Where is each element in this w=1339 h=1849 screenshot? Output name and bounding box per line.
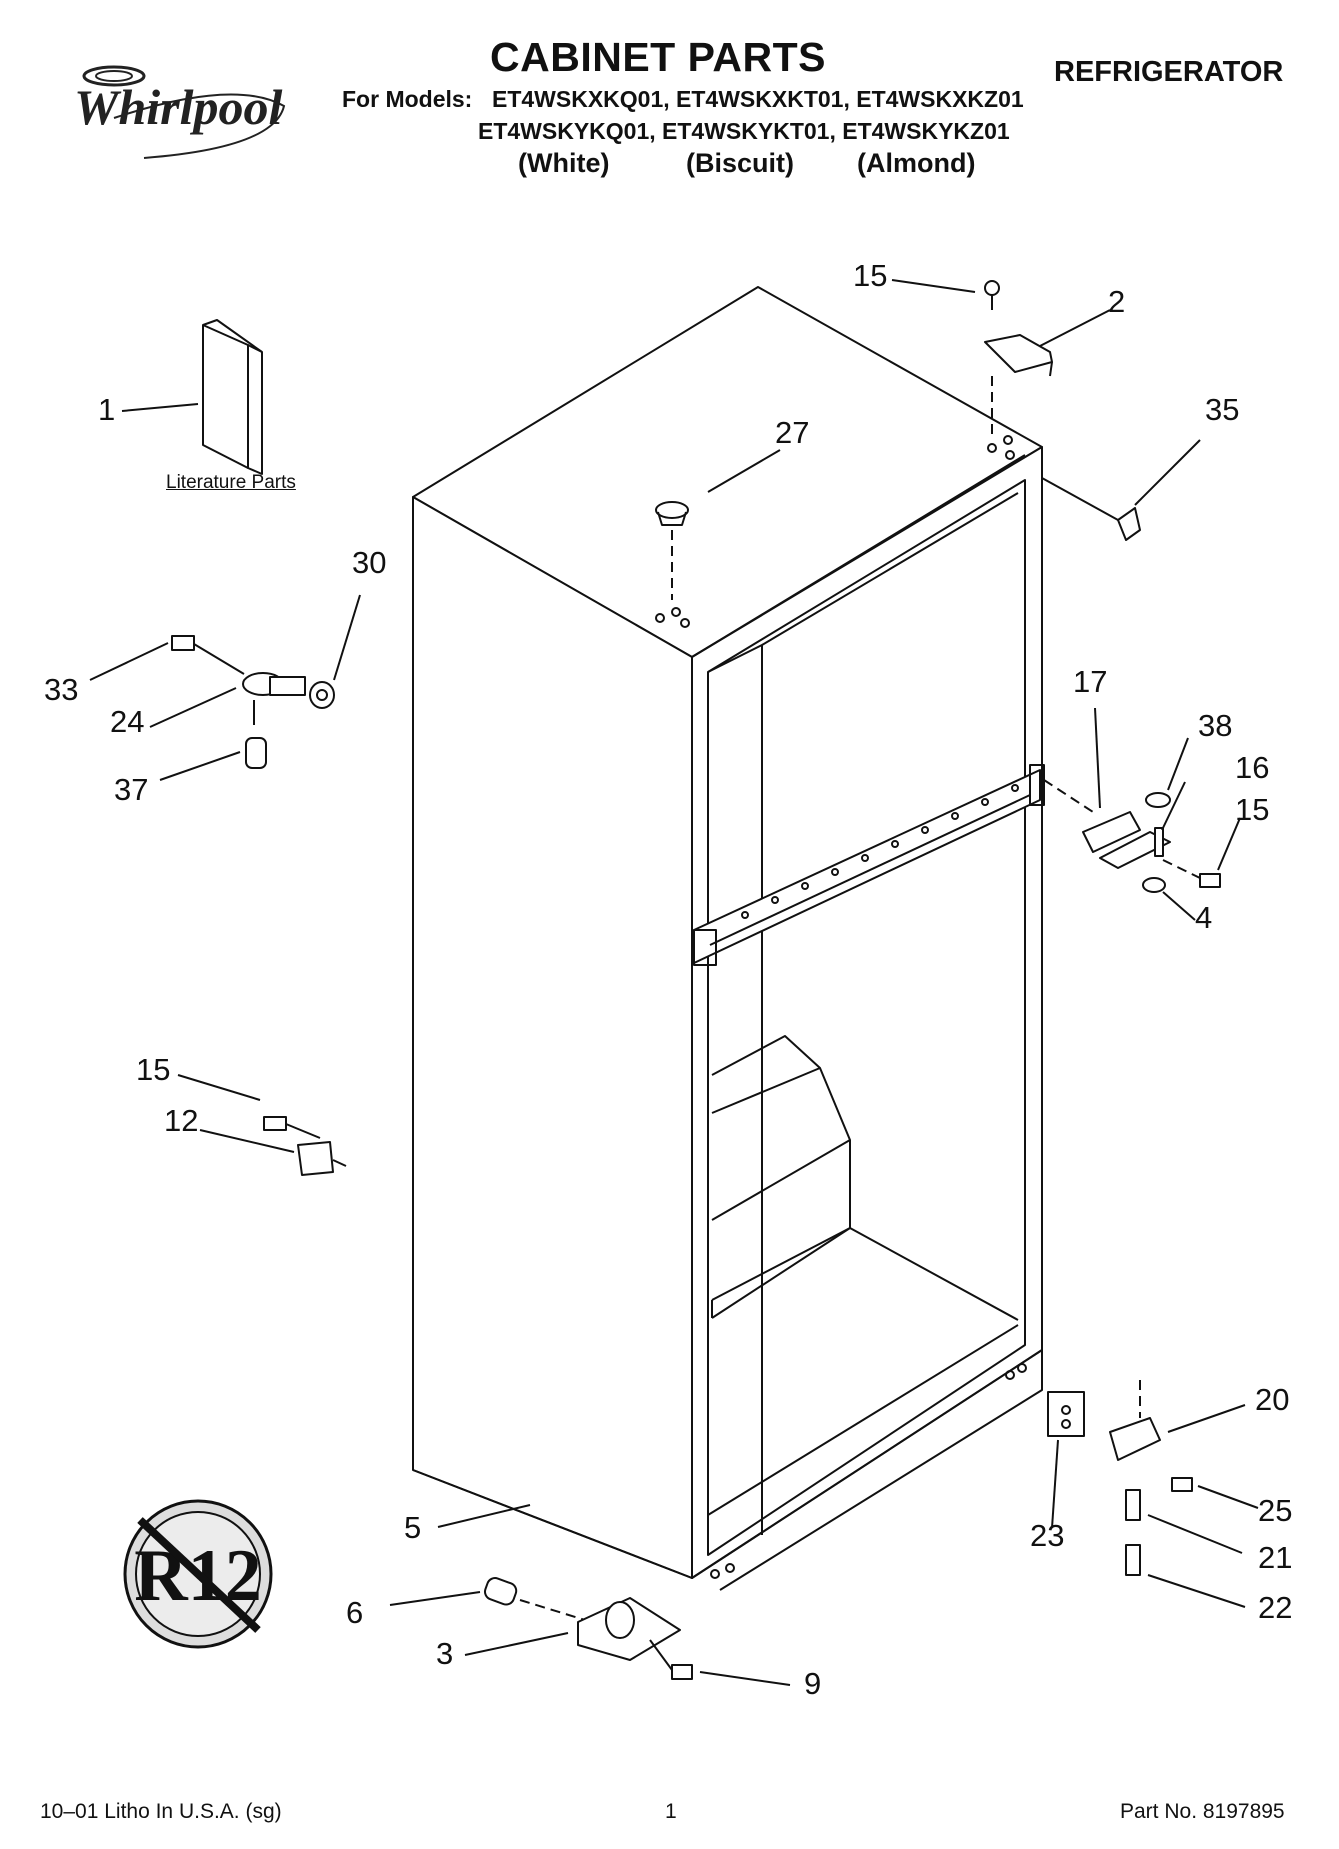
footer-page-number: 1 xyxy=(665,1800,677,1823)
whirlpool-swirl-icon xyxy=(82,65,286,159)
callout-21: 21 xyxy=(1258,1540,1293,1575)
callout-25: 25 xyxy=(1258,1493,1293,1528)
literature-parts-label: Literature Parts xyxy=(166,472,296,493)
color-almond: (Almond) xyxy=(857,148,976,178)
models-line-1: ET4WSKXKQ01, ET4WSKXKT01, ET4WSKXKZ01 xyxy=(492,86,1024,112)
callout-33: 33 xyxy=(44,672,79,707)
callout-35: 35 xyxy=(1205,392,1240,427)
center-hinge-assembly xyxy=(1043,779,1221,893)
color-biscuit: (Biscuit) xyxy=(686,148,794,178)
callout-20: 20 xyxy=(1255,1382,1290,1417)
callout-12: 12 xyxy=(164,1103,199,1138)
callout-17: 17 xyxy=(1073,664,1108,699)
whirlpool-logo: Whirlpool xyxy=(74,58,294,168)
callout-38: 38 xyxy=(1198,708,1233,743)
door-stop-assembly xyxy=(263,1116,347,1176)
product-category: REFRIGERATOR xyxy=(1054,56,1284,88)
brand-name: Whirlpool xyxy=(74,79,283,135)
callout-2: 2 xyxy=(1108,284,1126,319)
callout-9: 9 xyxy=(804,1666,822,1701)
callout-15-left: 15 xyxy=(136,1052,171,1087)
roller-assembly xyxy=(483,1577,693,1680)
cabinet-shell xyxy=(412,286,1045,1591)
callout-3: 3 xyxy=(436,1636,454,1671)
footer-part-number: Part No. 8197895 xyxy=(1120,1800,1285,1823)
callout-22: 22 xyxy=(1258,1590,1293,1625)
callout-27: 27 xyxy=(775,415,810,450)
models-line-2: ET4WSKYKQ01, ET4WSKYKT01, ET4WSKYKZ01 xyxy=(478,118,1010,144)
no-r12-badge-icon: R12 xyxy=(123,1499,273,1649)
page-title: CABINET PARTS xyxy=(490,34,827,80)
top-hinge-part-2 xyxy=(984,280,1053,440)
footer-litho: 10–01 Litho In U.S.A. (sg) xyxy=(40,1800,282,1823)
literature-booklet xyxy=(202,319,263,475)
callout-37: 37 xyxy=(114,772,149,807)
callout-16: 16 xyxy=(1235,750,1270,785)
bottom-hinge-assembly xyxy=(1047,1380,1193,1576)
callout-leaders xyxy=(89,279,1259,1686)
callout-15-middle: 15 xyxy=(1235,792,1270,827)
callout-30: 30 xyxy=(352,545,387,580)
callout-5: 5 xyxy=(404,1510,422,1545)
callout-24: 24 xyxy=(110,704,145,739)
callout-4: 4 xyxy=(1195,900,1213,935)
hinge-cover-part-35 xyxy=(1041,477,1141,541)
callout-15-top: 15 xyxy=(853,258,888,293)
handle-mount-assembly xyxy=(171,635,335,769)
color-white: (White) xyxy=(518,148,610,178)
callout-6: 6 xyxy=(346,1595,364,1630)
callout-23: 23 xyxy=(1030,1518,1065,1553)
callout-1: 1 xyxy=(98,392,116,427)
models-prefix: For Models: xyxy=(342,86,473,112)
plug-part-27 xyxy=(655,501,689,600)
